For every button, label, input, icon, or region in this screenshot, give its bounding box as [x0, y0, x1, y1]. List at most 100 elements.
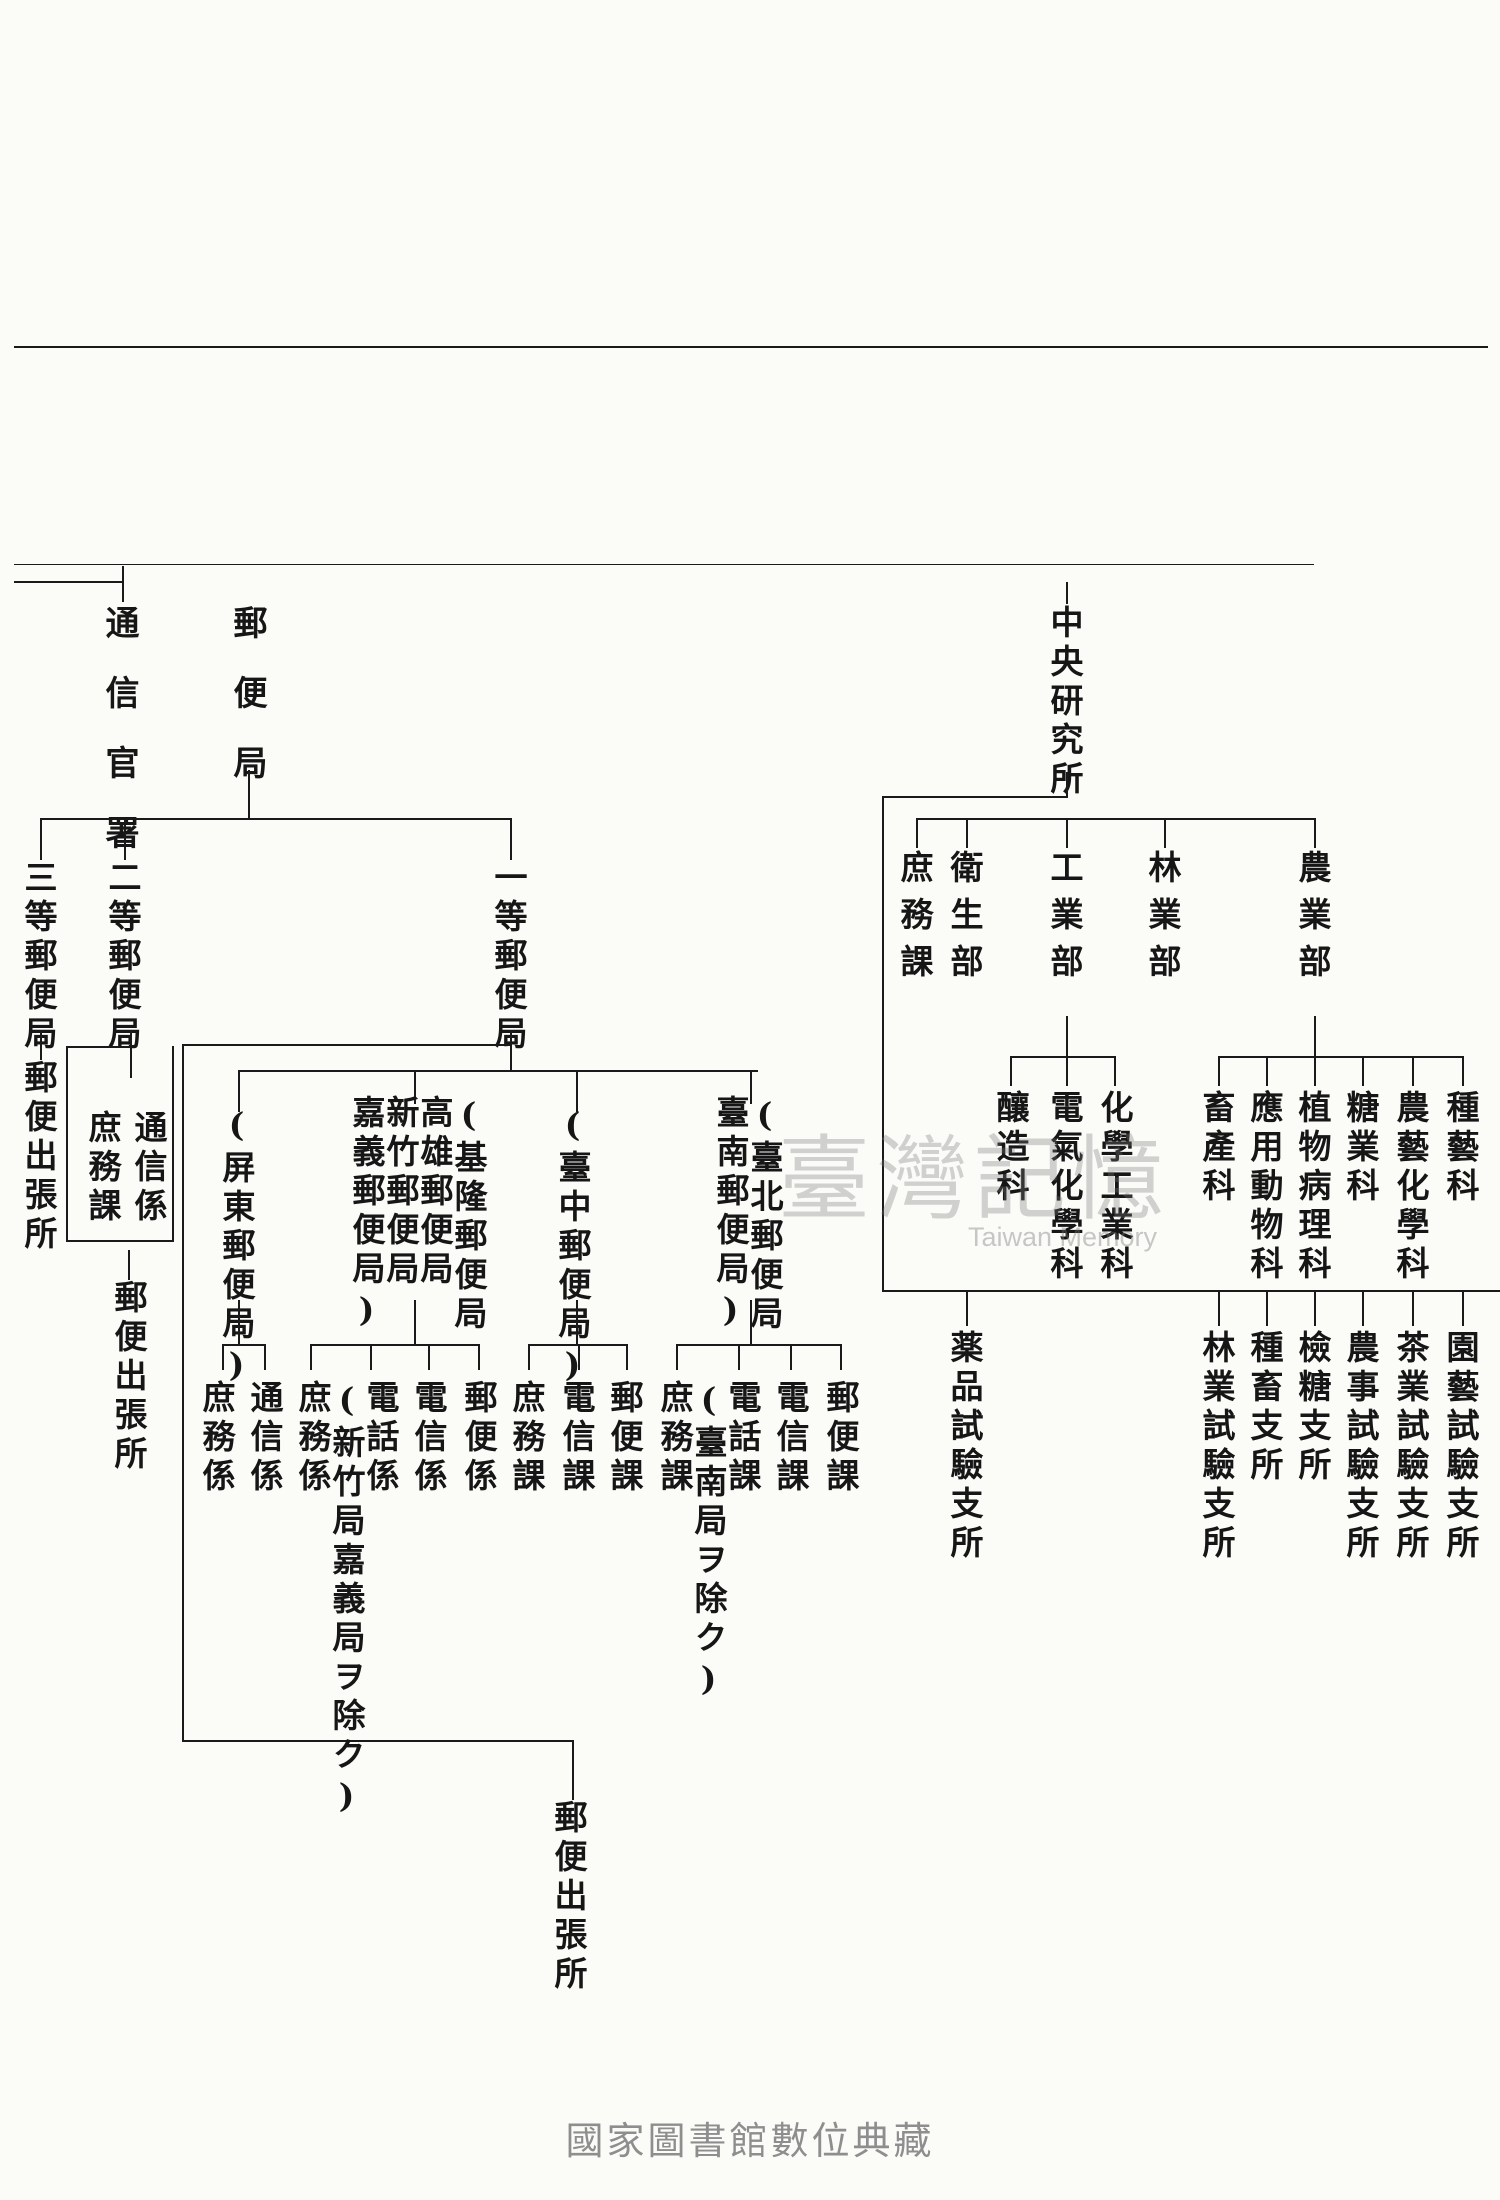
connector	[790, 1344, 792, 1370]
nito-label: 二等郵便局	[103, 860, 142, 1055]
denki-label: 電氣化學科	[1045, 1090, 1084, 1285]
connector	[572, 1740, 574, 1800]
connector	[510, 818, 512, 860]
connector	[1314, 1016, 1316, 1056]
watermark: 臺灣記憶	[778, 1126, 1171, 1233]
connector	[840, 1344, 842, 1370]
group-a-yubin-label: 郵便係	[459, 1380, 498, 1497]
tsushin-kansho-label: 通信官署	[99, 605, 139, 885]
research-root-label: 中央研究所	[1045, 605, 1084, 800]
group-b-yubin-label: 郵便課	[821, 1380, 860, 1497]
connector	[1066, 582, 1068, 604]
research-shomu-label: 庶務課	[895, 850, 934, 991]
connector	[528, 1344, 530, 1370]
shugei-label: 種藝科	[1441, 1090, 1480, 1207]
connector	[626, 1344, 628, 1370]
connector	[1462, 1056, 1464, 1086]
nito-shomu-label: 庶務課	[83, 1110, 122, 1227]
connector	[1462, 1290, 1464, 1326]
itto-label: 一等郵便局	[489, 860, 528, 1055]
connector	[172, 1046, 174, 1242]
connector	[414, 1300, 416, 1344]
connector	[122, 566, 124, 602]
connector	[310, 1344, 312, 1370]
santo-branch-label: 郵便出張所	[19, 1060, 58, 1255]
connector	[40, 818, 510, 820]
connector	[428, 1344, 430, 1370]
chagyo-shi-label: 茶業試驗支所	[1391, 1330, 1430, 1564]
yakuhin-label: 薬品試驗支所	[945, 1330, 984, 1564]
connector	[1010, 1056, 1012, 1086]
connector	[66, 1240, 172, 1242]
taichung-denshin-label: 電信課	[557, 1380, 596, 1497]
connector	[676, 1344, 678, 1370]
connector	[676, 1344, 840, 1346]
connector	[130, 1030, 132, 1078]
connector	[66, 1046, 68, 1242]
eisei-label: 衛生部	[945, 850, 984, 991]
togyo-label: 糖業科	[1341, 1090, 1380, 1207]
connector	[238, 1300, 240, 1344]
santo-label: 三等郵便局	[19, 860, 58, 1055]
connector	[1266, 1056, 1268, 1086]
group-a-denwa-note: (新竹局嘉義局ヲ除ク)	[327, 1380, 366, 1821]
connector	[1412, 1290, 1414, 1326]
group-a-denshin-label: 電信係	[409, 1380, 448, 1497]
connector	[1010, 1056, 1114, 1058]
taichung-yubin-label: 郵便課	[605, 1380, 644, 1497]
taichung-shomu-label: 庶務課	[507, 1380, 546, 1497]
connector	[1362, 1290, 1364, 1326]
connector	[916, 818, 1316, 820]
taichung-label: (臺中郵便局)	[553, 1105, 592, 1390]
group-b-line-1: (臺北郵便局	[745, 1095, 784, 1335]
pingtung-tsushin-label: 通信係	[245, 1380, 284, 1497]
connector	[222, 1344, 264, 1346]
group-a-line-3: 新竹郵便局	[381, 1095, 420, 1290]
footer-text: 國家圖書館數位典藏	[565, 2119, 935, 2163]
connector	[238, 1070, 758, 1072]
connector	[182, 1044, 184, 1740]
connector	[66, 1046, 132, 1048]
connector	[528, 1344, 626, 1346]
jozo-label: 釀造科	[991, 1090, 1030, 1207]
kento-shi-label: 檢糖支所	[1293, 1330, 1332, 1486]
connector	[576, 1070, 578, 1112]
connector	[738, 1344, 740, 1370]
nogei-label: 農藝化學科	[1391, 1090, 1430, 1285]
connector	[510, 1044, 512, 1072]
connector	[264, 1344, 266, 1370]
pingtung-label: (屏東郵便局)	[217, 1105, 256, 1390]
connector	[124, 818, 126, 860]
connector	[882, 796, 884, 1292]
engei-shi-label: 園藝試驗支所	[1441, 1330, 1480, 1564]
shokubutsu-label: 植物病理科	[1293, 1090, 1332, 1285]
connector	[750, 1070, 752, 1104]
ringyo-shi-label: 林業試驗支所	[1197, 1330, 1236, 1564]
connector	[1412, 1056, 1414, 1086]
group-b-denshin-label: 電信課	[771, 1380, 810, 1497]
group-b-shomu-label: 庶務課	[655, 1380, 694, 1497]
connector	[1314, 1290, 1316, 1326]
oyo-label: 應用動物科	[1245, 1090, 1284, 1285]
group-b-denwa-note: (臺南局ヲ除ク)	[689, 1380, 728, 1704]
shuchiku-shi-label: 種畜支所	[1245, 1330, 1284, 1486]
connector	[310, 1344, 478, 1346]
group-a-denwa-label: 電話係	[361, 1380, 400, 1497]
connector	[478, 1344, 480, 1370]
connector	[40, 1030, 42, 1060]
group-b-line-2: 臺南郵便局)	[711, 1095, 750, 1335]
connector	[1164, 818, 1166, 848]
connector	[182, 1740, 572, 1742]
kagaku-label: 化學工業科	[1095, 1090, 1134, 1285]
connector	[578, 1344, 580, 1370]
connector	[1266, 1290, 1268, 1326]
connector	[414, 1070, 416, 1104]
ringyo-label: 林業部	[1143, 850, 1182, 991]
connector	[1314, 1056, 1316, 1086]
connector	[1218, 1056, 1462, 1058]
yubinkyoku-label: 郵便局	[227, 605, 267, 815]
connector	[1066, 818, 1068, 848]
group-b-denwa-label: 電話課	[723, 1380, 762, 1497]
connector	[40, 818, 42, 860]
connector	[370, 1344, 372, 1370]
